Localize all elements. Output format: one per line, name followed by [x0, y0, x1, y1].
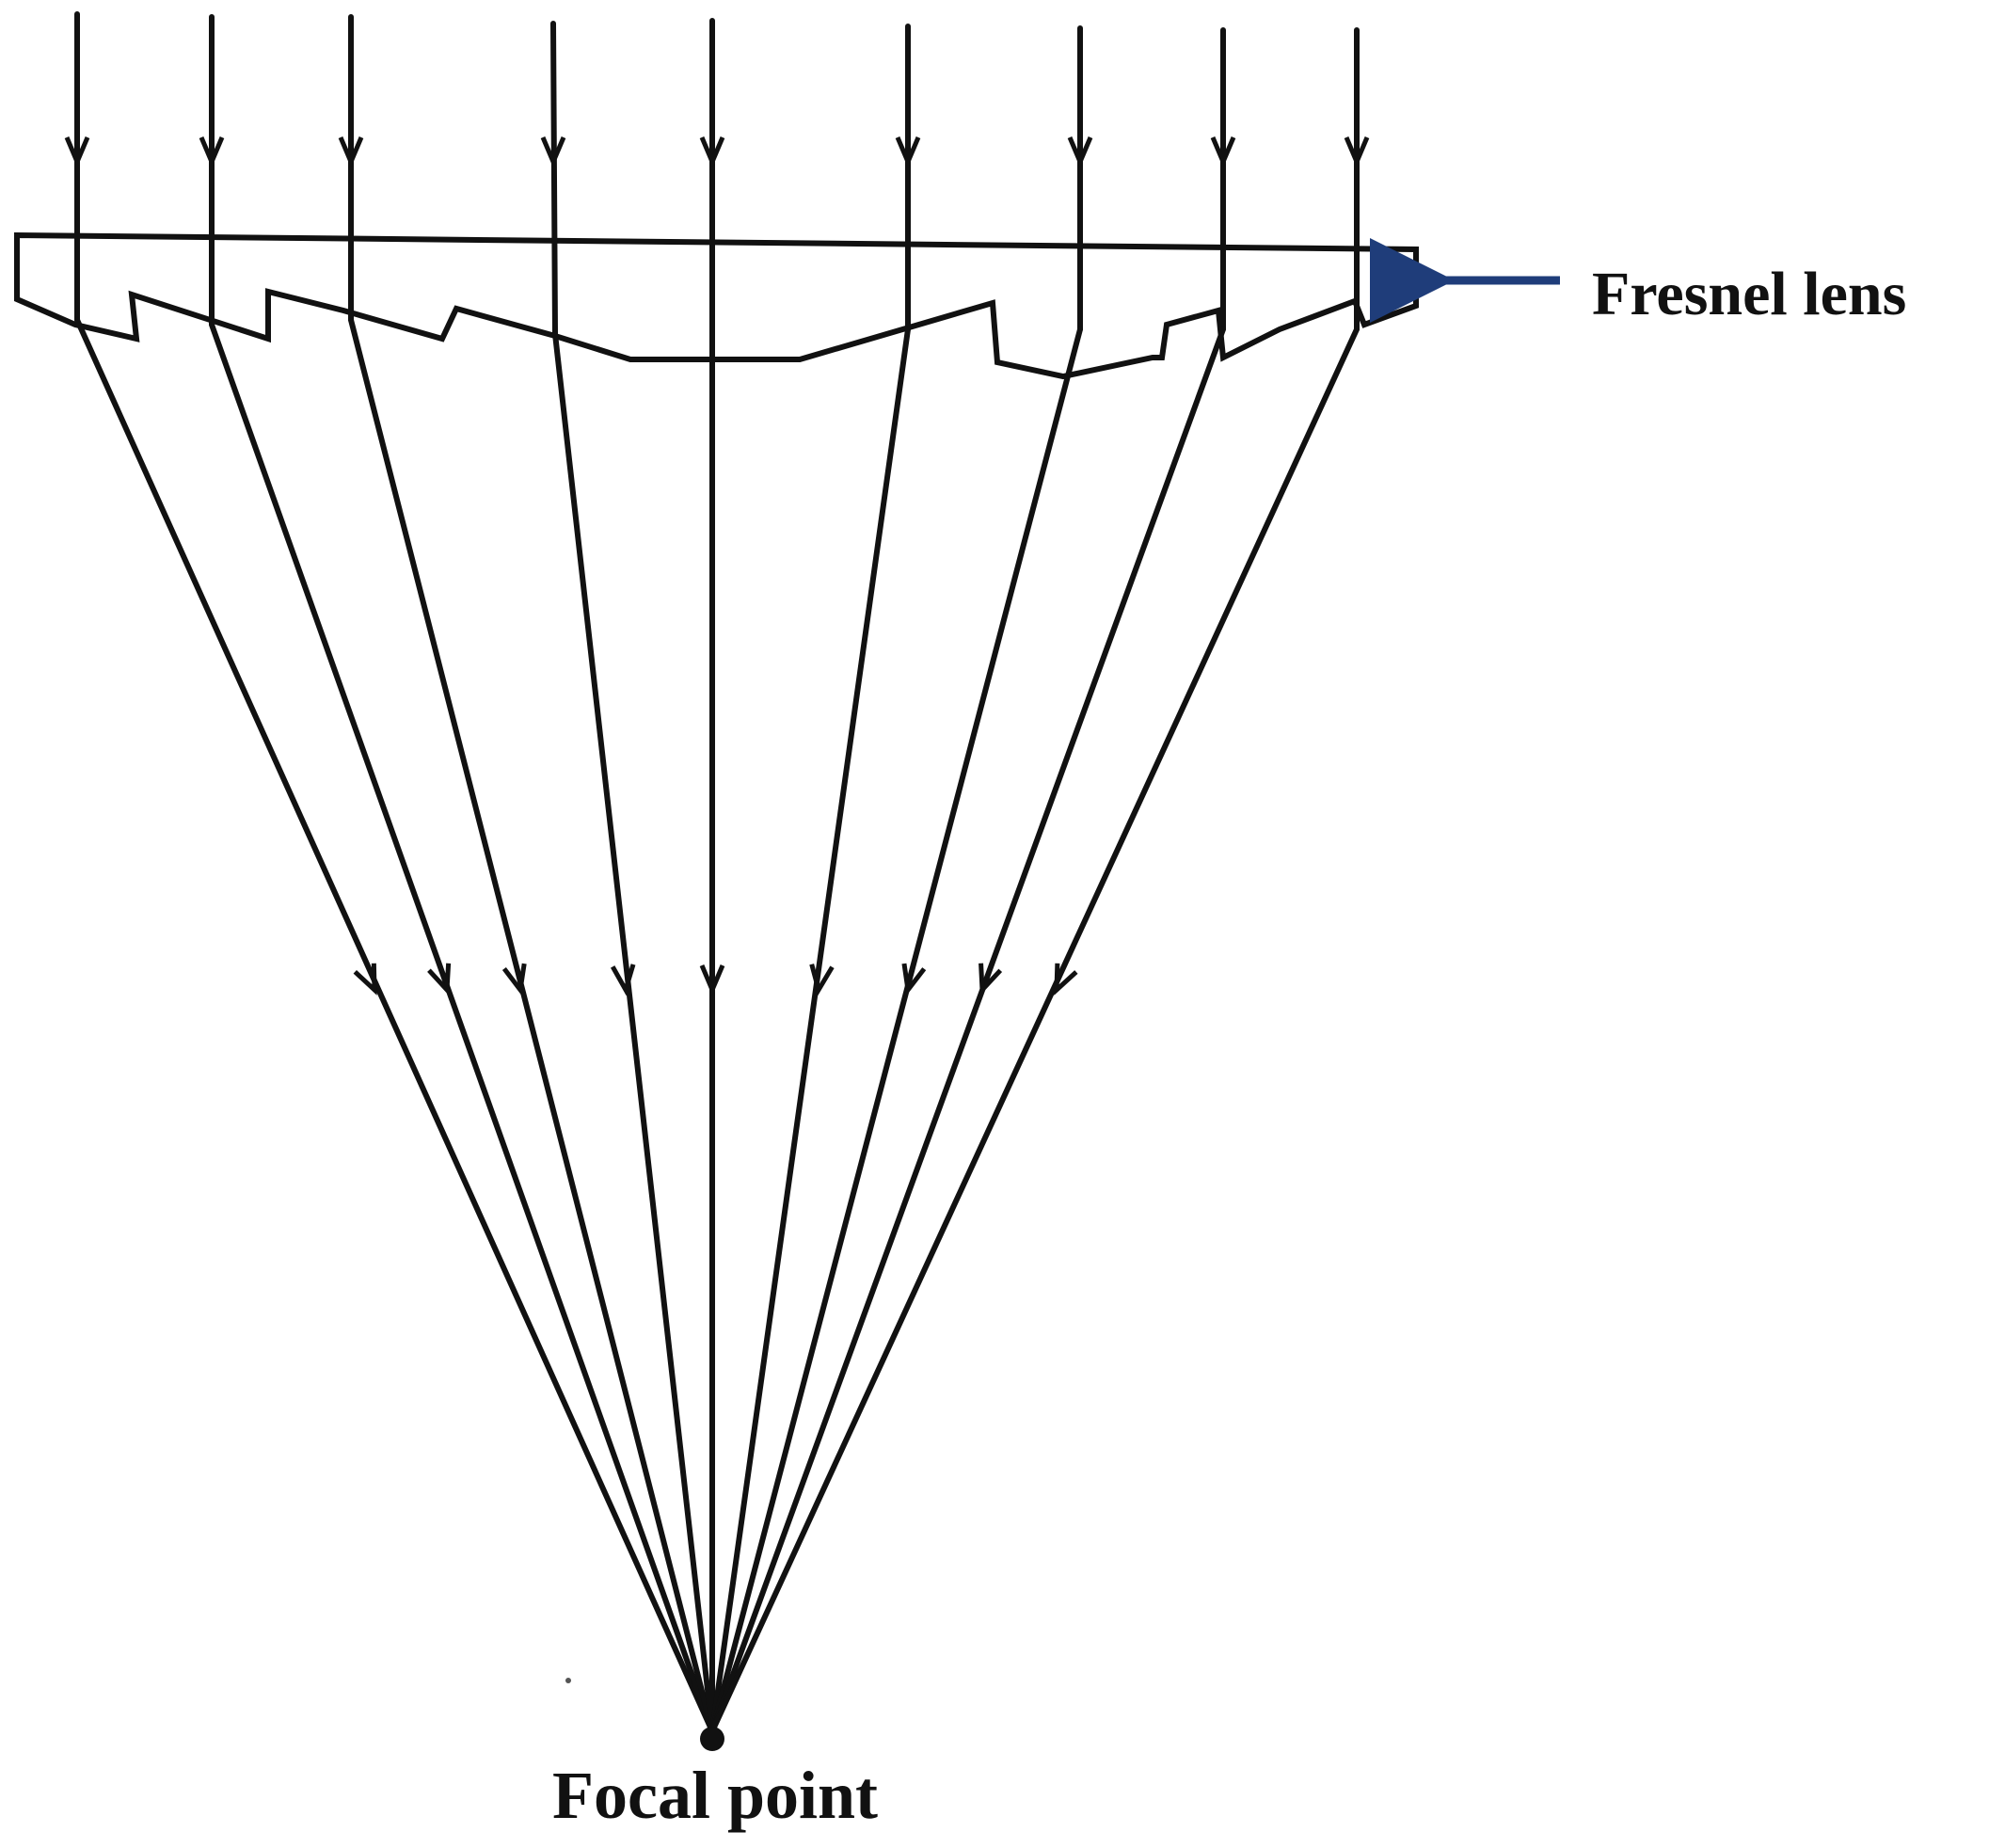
- incoming-arrowhead-2: [199, 136, 225, 168]
- fresnel-lens-label: Fresnel lens: [1592, 260, 1907, 328]
- incoming-arrowhead-6: [895, 136, 921, 168]
- incoming-arrowhead-9: [1344, 136, 1370, 168]
- refracted-arrowhead-4: [610, 964, 636, 996]
- light-rays: [64, 11, 1370, 1734]
- refracted-ray-4: [552, 331, 715, 1734]
- refracted-ray-7: [709, 327, 1083, 1734]
- refracted-ray-1: [74, 317, 715, 1734]
- refracted-arrowhead-5: [699, 964, 725, 996]
- focal-point-dot: [700, 1727, 724, 1751]
- incoming-ray-4: [550, 21, 558, 337]
- incoming-arrowhead-3: [338, 136, 364, 168]
- refracted-arrowhead-6: [809, 964, 835, 996]
- incoming-arrowhead-5: [699, 136, 725, 168]
- refracted-ray-3: [348, 317, 715, 1734]
- fresnel-lens-outline: [14, 231, 1419, 380]
- refracted-ray-6: [709, 327, 911, 1734]
- incoming-arrowhead-4: [540, 136, 566, 168]
- incoming-arrowhead-7: [1067, 136, 1093, 168]
- refracted-arrowhead-7: [901, 963, 927, 996]
- focal-point-label: Focal point: [552, 1758, 879, 1833]
- refracted-arrowhead-1: [353, 963, 377, 996]
- refracted-arrowhead-3: [501, 963, 527, 996]
- speck: [565, 1678, 571, 1683]
- refracted-ray-8: [709, 327, 1226, 1734]
- refracted-ray-9: [709, 327, 1360, 1734]
- refracted-arrowhead-2: [427, 963, 452, 996]
- incoming-arrowhead-8: [1210, 136, 1236, 168]
- refracted-ray-2: [209, 322, 715, 1734]
- incoming-arrowhead-1: [64, 136, 90, 168]
- refracted-arrowhead-9: [1054, 963, 1078, 996]
- refracted-arrowhead-8: [979, 963, 1003, 996]
